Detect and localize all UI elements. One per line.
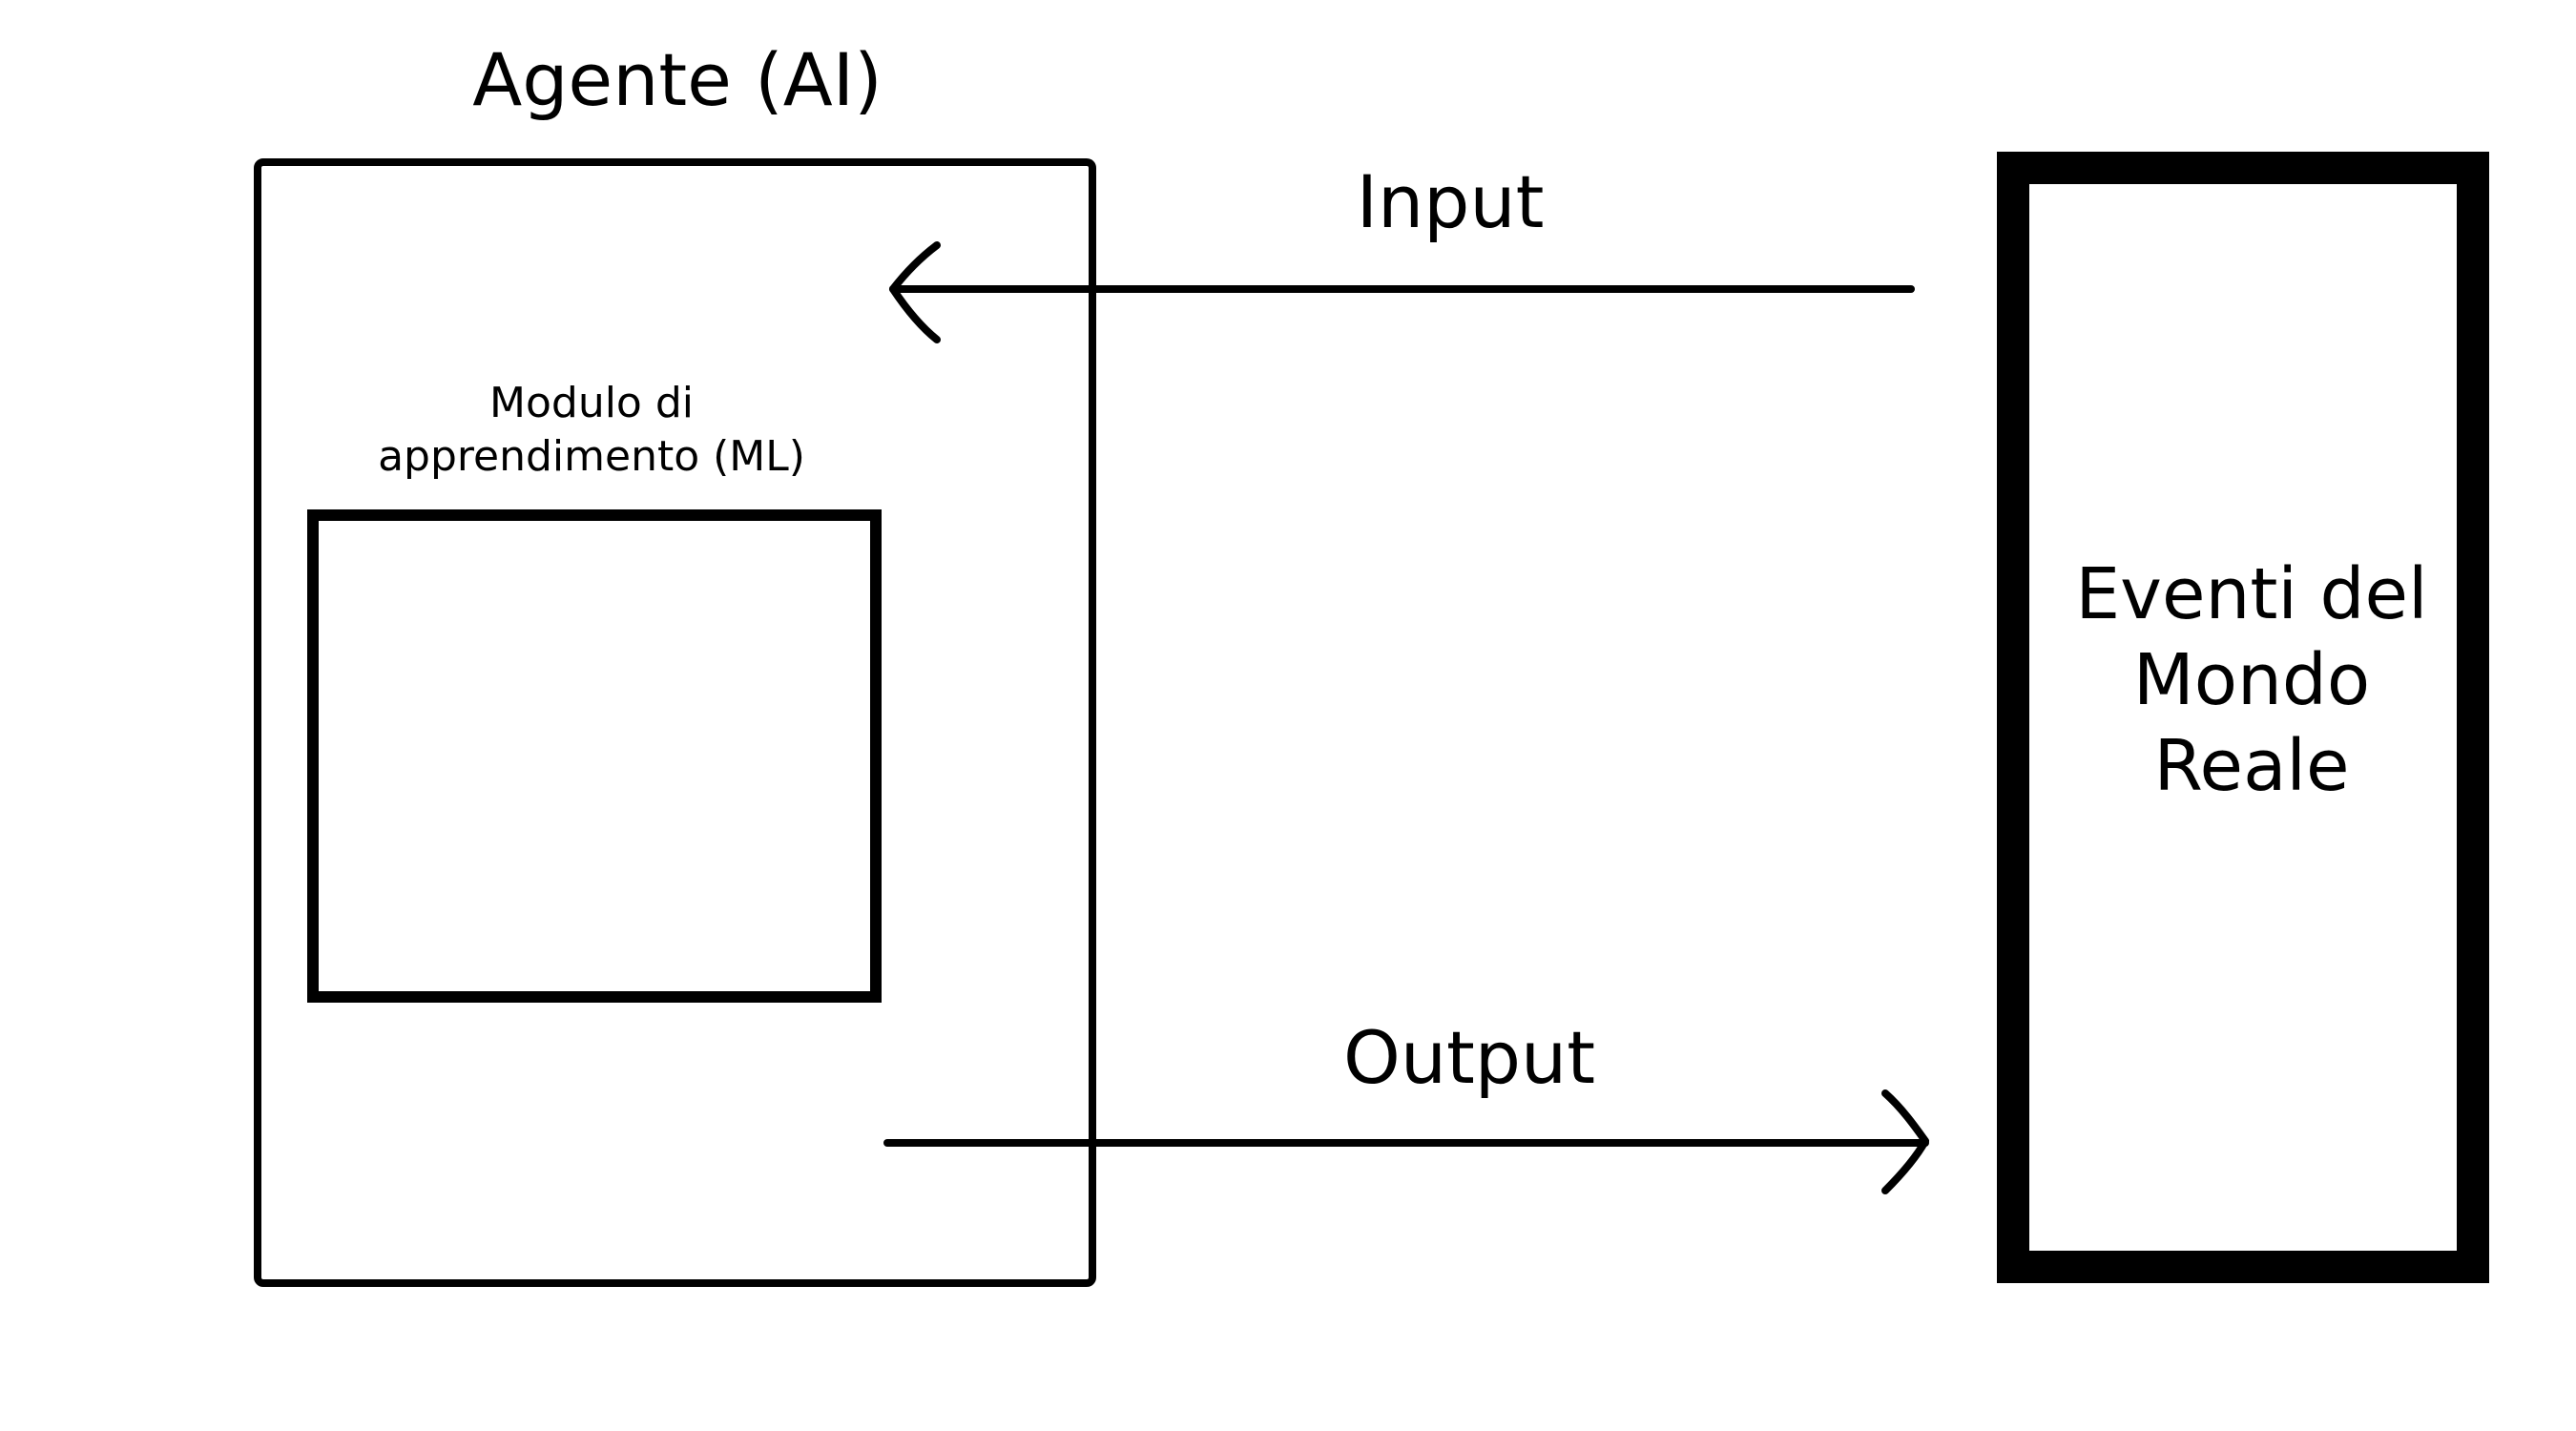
agent-title: Agente (AI) [472,37,883,122]
output-arrow-head [1881,1089,1929,1194]
input-label: Input [1356,159,1545,244]
input-arrow [889,241,1915,343]
world-events-label-line3: Reale [2153,725,2350,807]
learning-module-label: Modulo di apprendimento (ML) [324,377,859,484]
world-events-label: Eventi del Mondo Reale [2004,551,2500,809]
world-events-box [1997,152,2489,1283]
world-events-label-line2: Mondo [2132,639,2371,721]
learning-module-label-line2: apprendimento (ML) [378,432,805,481]
input-arrow-head [889,241,941,343]
learning-module-label-line1: Modulo di [489,379,694,427]
agent-box [254,158,1096,1287]
learning-module-box [307,509,882,1003]
output-arrow [883,1089,1929,1194]
output-label: Output [1343,1015,1595,1100]
world-events-label-line1: Eventi del [2075,553,2428,635]
